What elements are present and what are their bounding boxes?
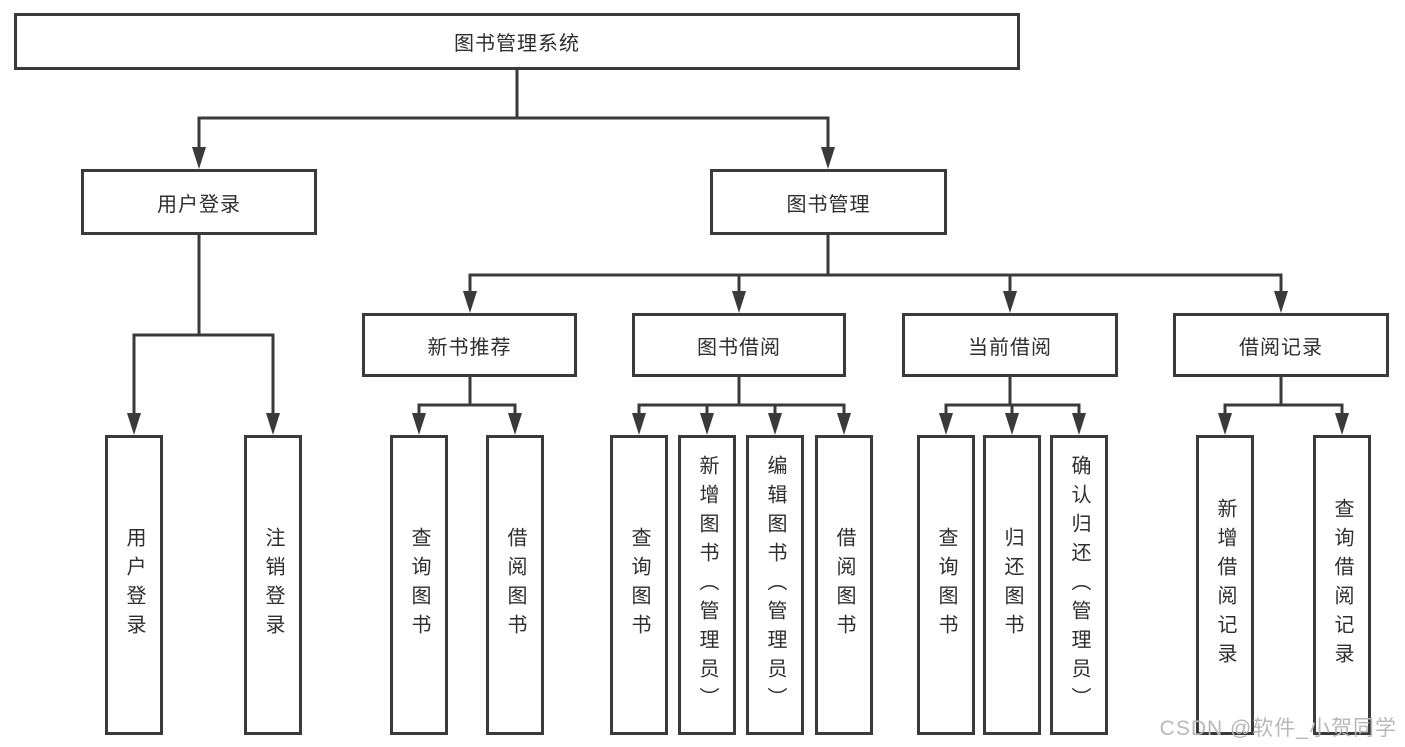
leaf-add-borrow-record-label: 新增借阅记录 [1214, 498, 1236, 672]
leaf-edit-books-admin: 编辑图书（管理员） [746, 435, 804, 735]
connector-root-to-level2 [192, 68, 835, 169]
leaf-query-books-borrow-label: 查询图书 [628, 527, 650, 643]
leaf-add-borrow-record: 新增借阅记录 [1196, 435, 1254, 735]
leaf-query-borrow-record: 查询借阅记录 [1313, 435, 1371, 735]
leaf-add-books-admin-label: 新增图书（管理员） [696, 454, 718, 716]
leaf-return-books-label: 归还图书 [1001, 527, 1023, 643]
leaf-user-login: 用户登录 [105, 435, 163, 735]
leaf-user-login-label: 用户登录 [123, 527, 145, 643]
connector-current-borrow-branch [939, 375, 1086, 435]
leaf-confirm-return-admin: 确认归还（管理员） [1050, 435, 1108, 735]
node-user-login: 用户登录 [81, 169, 317, 235]
node-library-system-label: 图书管理系统 [454, 33, 580, 55]
leaf-return-books: 归还图书 [983, 435, 1041, 735]
leaf-logout-label: 注销登录 [262, 527, 284, 643]
node-book-management-label: 图书管理 [786, 193, 871, 216]
node-new-book-recommend: 新书推荐 [362, 313, 577, 377]
leaf-query-borrow-record-label: 查询借阅记录 [1331, 498, 1353, 672]
csdn-watermark: CSDN @软件_小贺同学 [1159, 717, 1397, 740]
leaf-query-books-recommend-label: 查询图书 [408, 527, 430, 643]
leaf-borrow-books: 借阅图书 [815, 435, 873, 735]
node-library-system: 图书管理系统 [14, 13, 1020, 70]
node-current-borrow: 当前借阅 [902, 313, 1118, 377]
leaf-borrow-books-recommend: 借阅图书 [486, 435, 544, 735]
leaf-confirm-return-admin-label: 确认归还（管理员） [1068, 454, 1090, 716]
leaf-borrow-books-label: 借阅图书 [833, 527, 855, 643]
leaf-edit-books-admin-label: 编辑图书（管理员） [764, 454, 786, 716]
leaf-query-books-current-label: 查询图书 [935, 527, 957, 643]
leaf-borrow-books-recommend-label: 借阅图书 [504, 527, 526, 643]
connector-user-login-branch [127, 233, 280, 435]
node-borrow-records: 借阅记录 [1173, 313, 1389, 377]
connector-book-management-branch [463, 233, 1288, 313]
connector-new-book-branch [412, 375, 522, 435]
node-book-borrow-label: 图书借阅 [697, 336, 781, 359]
leaf-logout: 注销登录 [244, 435, 302, 735]
connector-borrow-records-branch [1218, 375, 1349, 435]
leaf-add-books-admin: 新增图书（管理员） [678, 435, 736, 735]
leaf-query-books-recommend: 查询图书 [390, 435, 448, 735]
leaf-query-books-current: 查询图书 [917, 435, 975, 735]
connector-book-borrow-branch [632, 375, 851, 435]
node-new-book-recommend-label: 新书推荐 [427, 336, 512, 359]
node-user-login-label: 用户登录 [157, 193, 241, 216]
leaf-query-books-borrow: 查询图书 [610, 435, 668, 735]
node-current-borrow-label: 当前借阅 [968, 336, 1052, 359]
node-book-management: 图书管理 [710, 169, 947, 235]
node-borrow-records-label: 借阅记录 [1239, 336, 1323, 359]
node-book-borrow: 图书借阅 [632, 313, 846, 377]
